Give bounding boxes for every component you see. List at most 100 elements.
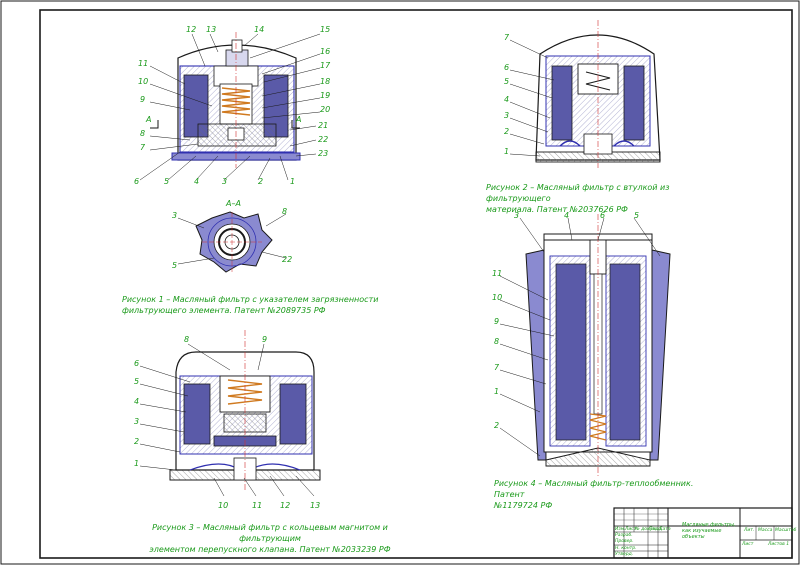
callout-label: 12 [186,25,197,34]
figure-1-caption-line2: фильтрующего элемента. Патент №2089735 Р… [122,306,326,315]
figure-1-caption: Рисунок 1 – Масляный фильтр с указателем… [122,294,382,316]
callout-label: 1 [504,147,510,156]
callout-label: 1 [134,459,140,468]
title-block-sign: Подп. [649,527,663,532]
callout-label: 7 [494,363,500,372]
title-block-izm: Изм. [615,527,626,532]
figure-4-caption-line2: №1179724 РФ [494,501,553,510]
figure-4-caption-line1: Рисунок 4 – Масляный фильтр-теплообменни… [494,479,694,499]
callout-label: 18 [320,77,331,86]
callout-label: 11 [138,59,149,68]
title-block-sheet: Лист [742,542,754,547]
figure-2-caption-line2: материала. Патент №2037626 РФ [486,205,628,214]
title-block-doc: № докум. [635,527,658,532]
title-block-scale: Масштаб [775,528,797,533]
callout-label: 3 [504,111,510,120]
figure-1-section-aa [177,211,287,273]
figure-3-caption: Рисунок 3 – Масляный фильтр с кольцевым … [120,522,420,555]
callout-label: 12 [280,501,291,510]
figure-2-caption-line1: Рисунок 2 – Масляный фильтр с втулкой из… [486,183,670,203]
callout-label: 10 [218,501,229,510]
callout-label: 7 [504,33,510,42]
callout-label: 2 [494,421,500,430]
callout-label: 11 [492,269,503,278]
callout-label: 4 [564,211,570,220]
callout-label: 2 [134,437,140,446]
callout-label: 1 [494,387,500,396]
callout-label: 6 [134,177,140,186]
callout-label: 13 [310,501,321,510]
callout-label: 5 [134,377,140,386]
section-mark-right: А [296,115,302,124]
inner-frame [39,9,793,559]
callout-label: 6 [504,63,510,72]
title-block-list: Лист [625,527,637,532]
callout-label: 10 [138,77,149,86]
title-block-date: Дата [659,527,671,532]
callout-label: 3 [172,211,178,220]
callout-label: 21 [318,121,329,130]
figure-3-caption-line1: Рисунок 3 – Масляный фильтр с кольцевым … [152,523,388,543]
section-mark-left: А [146,115,152,124]
title-block-nkontr: Н. контр. [615,546,637,551]
callout-label: 22 [318,135,329,144]
callout-label: 4 [134,397,140,406]
figure-2-leaders [509,39,555,157]
callout-label: 23 [318,149,329,158]
callout-label: 6 [600,211,606,220]
title-block [613,507,793,559]
callout-label: 4 [194,177,200,186]
callout-label: 8 [494,337,500,346]
figure-1-leaders [139,33,321,181]
callout-label: 22 [282,255,293,264]
callout-label: 8 [282,207,288,216]
callout-label: 2 [504,127,510,136]
callout-label: 19 [320,91,331,100]
callout-label: 9 [494,317,500,326]
figure-4-leaders [499,217,661,457]
figure-4-caption: Рисунок 4 – Масляный фильтр-теплообменни… [494,478,724,511]
figure-3-leaders [139,343,315,497]
callout-label: 5 [634,211,640,220]
callout-label: 3 [222,177,228,186]
callout-label: 1 [290,177,296,186]
title-block-sheets: Листов 1 [768,542,790,547]
figure-3-caption-line2: элементом перепускного клапана. Патент №… [149,545,391,554]
callout-label: 13 [206,25,217,34]
figure-3-drawing [169,330,321,490]
callout-label: 3 [514,211,520,220]
figure-1-drawing [150,32,301,168]
callout-label: 11 [252,501,263,510]
callout-label: 16 [320,47,331,56]
callout-label: 10 [492,293,503,302]
title-block-lit: Лит. [744,528,755,533]
figure-4-drawing [525,214,671,476]
callout-label: 3 [134,417,140,426]
callout-label: 15 [320,25,331,34]
callout-label: 5 [172,261,178,270]
callout-label: 9 [140,95,146,104]
callout-label: 6 [134,359,140,368]
title-block-razrab: Разраб. [615,533,633,538]
callout-label: 20 [320,105,331,114]
figure-2-drawing [535,20,661,168]
callout-label: 8 [184,335,190,344]
figure-2-caption: Рисунок 2 – Масляный фильтр с втулкой из… [486,182,736,215]
callout-label: 4 [504,95,510,104]
callout-label: 5 [504,77,510,86]
title-block-utv: Утверд. [615,552,634,557]
callout-label: 2 [258,177,264,186]
callout-label: 5 [164,177,170,186]
figure-1-caption-line1: Рисунок 1 – Масляный фильтр с указателем… [122,295,379,304]
title-block-designation: Масляные фильтры, как изучаемые объекты [682,522,736,540]
title-block-mass: Масса [758,528,773,533]
title-block-prov: Провер. [615,539,634,544]
callout-label: 9 [262,335,268,344]
callout-label: 7 [140,143,146,152]
section-title: А–А [226,199,241,208]
callout-label: 17 [320,61,331,70]
callout-label: 8 [140,129,146,138]
callout-label: 14 [254,25,265,34]
